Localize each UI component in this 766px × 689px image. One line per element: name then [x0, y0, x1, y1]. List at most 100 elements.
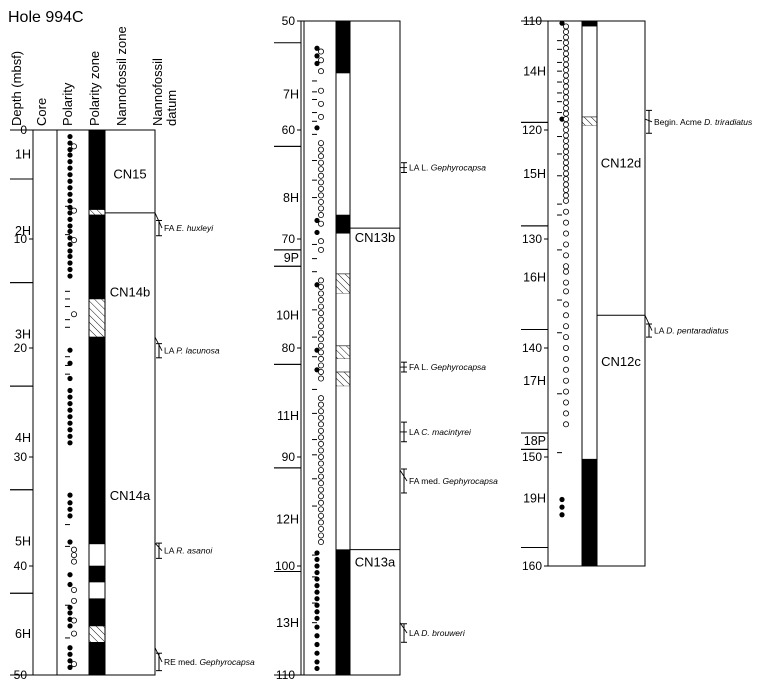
reversed-polarity-point: [317, 198, 324, 205]
normal-polarity-point: [67, 427, 73, 433]
polarity-zone-block: [89, 582, 105, 599]
normal-polarity-point: [67, 191, 73, 197]
normal-polarity-point: [67, 581, 73, 588]
datum-connector: [644, 118, 653, 123]
nannofossil-zone-column-header: Nannofossil zone: [114, 26, 129, 126]
reversed-polarity-point: [71, 661, 78, 668]
polarity-zone-block: [88, 641, 106, 676]
datum-label: LA D. brouweri: [409, 628, 466, 638]
polarity-zone-block: [89, 544, 105, 566]
reversed-polarity-point: [317, 512, 324, 519]
reversed-polarity-point: [563, 121, 570, 128]
normal-polarity-point: [67, 172, 73, 178]
reversed-polarity-point: [71, 617, 78, 624]
reversed-polarity-point: [317, 246, 324, 253]
datum-label: LA C. macintyrei: [409, 427, 472, 437]
reversed-polarity-point: [563, 268, 570, 275]
normal-polarity-point: [67, 610, 73, 616]
polarity-zone-block: [336, 293, 350, 346]
core-label: 16H: [523, 271, 546, 285]
datum-connector: [399, 622, 408, 634]
reversed-polarity-point: [317, 153, 324, 160]
normal-polarity-point: [67, 433, 73, 439]
polarity-zone-block: [336, 386, 350, 550]
normal-polarity-point: [314, 556, 320, 563]
normal-polarity-point: [67, 440, 73, 446]
reversed-polarity-point: [317, 427, 324, 434]
polarity-zone-block: [88, 214, 106, 300]
reversed-polarity-point: [317, 57, 324, 64]
reversed-polarity-point: [317, 113, 324, 120]
reversed-polarity-point: [563, 159, 570, 166]
reversed-polarity-point: [563, 137, 570, 144]
core-label: 13H: [276, 616, 299, 630]
normal-polarity-point: [67, 223, 73, 229]
nannofossil-zone-label: CN13b: [355, 230, 395, 245]
polarity-zone-block: [335, 273, 351, 294]
reversed-polarity-point: [317, 349, 324, 356]
reversed-polarity-point: [317, 140, 324, 147]
polarity-zone-block: [336, 73, 350, 216]
datum-connector: [154, 647, 163, 663]
reversed-polarity-point: [317, 486, 324, 493]
core-label: 1H: [15, 148, 31, 162]
reversed-polarity-point: [563, 105, 570, 112]
normal-polarity-point: [314, 53, 320, 59]
reversed-polarity-point: [563, 127, 570, 134]
core-label: 7H: [283, 88, 299, 102]
reversed-polarity-point: [563, 263, 570, 270]
normal-polarity-point: [67, 664, 73, 670]
normal-polarity-point: [314, 45, 320, 51]
reversed-polarity-point: [317, 238, 324, 245]
normal-polarity-point: [67, 604, 73, 611]
reversed-polarity-point: [563, 344, 570, 351]
normal-polarity-point: [559, 504, 565, 510]
normal-polarity-point: [314, 633, 320, 639]
depth-tick-label: 80: [282, 341, 296, 355]
core-label: 10H: [276, 308, 299, 322]
datum-label: LA D. pentaradiatus: [654, 326, 729, 336]
core-label: 3H: [15, 327, 31, 341]
normal-polarity-point: [67, 228, 73, 234]
depth-tick-label: 20: [14, 341, 28, 355]
datum-connector: [644, 315, 653, 331]
depth-tick-label: 120: [522, 123, 542, 137]
core-label: 2H: [15, 224, 31, 238]
reversed-polarity-point: [317, 316, 324, 323]
reversed-polarity-point: [317, 290, 324, 297]
column-headers: Depth (mbsf) Core Polarity Polarity zone…: [9, 26, 179, 126]
reversed-polarity-point: [317, 159, 324, 166]
normal-polarity-point: [67, 492, 73, 498]
reversed-polarity-point: [563, 279, 570, 286]
nannofossil-zone-label: CN14b: [110, 284, 150, 299]
datum-connector: [154, 212, 163, 229]
normal-polarity-point: [314, 569, 320, 576]
reversed-polarity-point: [563, 366, 570, 373]
normal-polarity-point: [314, 609, 320, 615]
normal-polarity-point: [314, 659, 320, 665]
reversed-polarity-point: [563, 88, 570, 95]
polarity-zone-block: [88, 298, 106, 338]
normal-polarity-point: [67, 394, 73, 400]
normal-polarity-point: [67, 539, 73, 545]
normal-polarity-point: [314, 596, 320, 602]
reversed-polarity-point: [563, 252, 570, 259]
reversed-polarity-point: [563, 77, 570, 84]
reversed-polarity-point: [317, 323, 324, 330]
reversed-polarity-point: [317, 166, 324, 173]
reversed-polarity-point: [563, 312, 570, 319]
normal-polarity-point: [67, 185, 73, 191]
normal-polarity-point: [314, 217, 320, 224]
polarity-zone-block: [335, 214, 351, 234]
core-label: 4H: [15, 431, 31, 445]
normal-polarity-point: [67, 347, 73, 353]
reversed-polarity-point: [71, 552, 78, 559]
reversed-polarity-point: [317, 87, 324, 94]
reversed-polarity-point: [317, 185, 324, 192]
reversed-polarity-point: [317, 205, 324, 212]
polarity-zone-block: [336, 358, 350, 372]
normal-polarity-point: [314, 650, 320, 656]
depth-panel: 11012013014015016014H15H16H17H18P19HCN12…: [521, 14, 753, 573]
nannofossil-datum-column-header: datum: [164, 90, 179, 126]
